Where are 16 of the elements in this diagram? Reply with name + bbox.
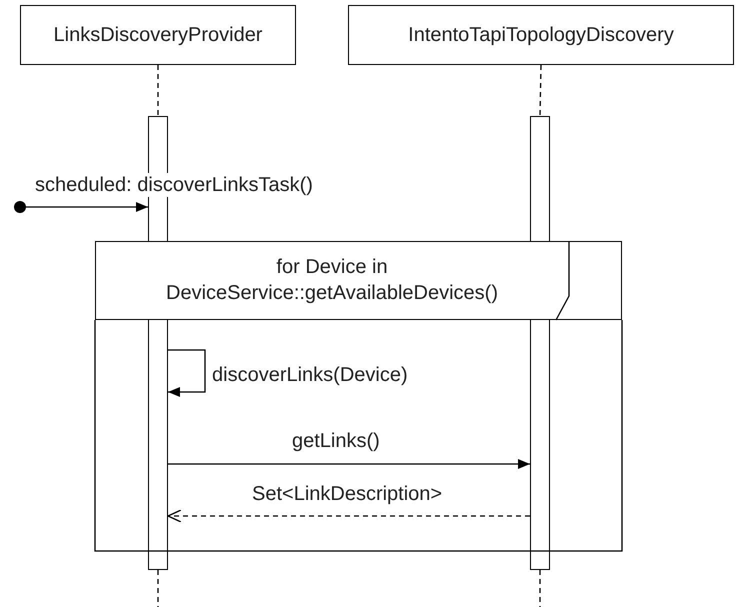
message-arrow bbox=[168, 459, 530, 469]
frame-header bbox=[95, 241, 622, 320]
lifeline bbox=[157, 570, 159, 607]
participant-name: LinksDiscoveryProvider bbox=[54, 23, 262, 48]
return-arrow bbox=[167, 509, 530, 523]
message-arrow bbox=[26, 202, 148, 212]
lifeline bbox=[539, 570, 541, 607]
message-label: scheduled: discoverLinksTask() bbox=[33, 173, 315, 197]
participant-name: IntentoTapiTopologyDiscovery bbox=[408, 23, 674, 48]
lifeline-header bbox=[348, 5, 734, 65]
lifeline-header bbox=[20, 5, 296, 65]
lifeline bbox=[539, 64, 542, 116]
start-dot bbox=[14, 201, 26, 213]
frame-label: for Device in DeviceService::getAvailableDevices() bbox=[165, 255, 499, 306]
message-arrow bbox=[168, 349, 206, 397]
lifeline bbox=[157, 65, 159, 116]
